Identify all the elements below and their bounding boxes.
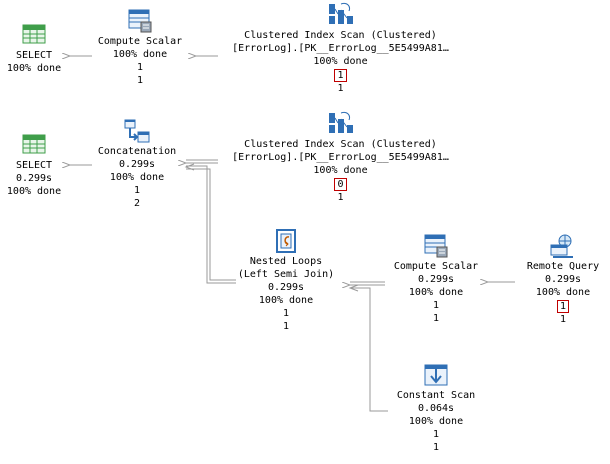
nested-loops-node[interactable]: Nested Loops (Left Semi Join) 0.299s 100… bbox=[232, 228, 340, 333]
node-title: Compute Scalar bbox=[97, 36, 183, 47]
node-title: SELECT bbox=[15, 50, 53, 61]
node-progress: 100% done bbox=[112, 49, 168, 60]
actual-rows-highlight: 1 bbox=[334, 69, 347, 82]
compute-scalar-node-2[interactable]: Compute Scalar 0.299s 100% done 1 1 bbox=[386, 233, 486, 325]
actual-rows: 1 bbox=[432, 300, 440, 311]
estimated-rows: 1 bbox=[559, 314, 567, 325]
node-progress: 100% done bbox=[6, 63, 62, 74]
actual-rows: 1 bbox=[432, 429, 440, 440]
actual-rows-highlight: 0 bbox=[334, 178, 347, 191]
select-icon bbox=[22, 24, 46, 44]
estimated-rows: 1 bbox=[432, 442, 440, 453]
actual-rows: 1 bbox=[136, 62, 144, 73]
node-time: 0.299s bbox=[118, 159, 156, 170]
node-object: [ErrorLog].[PK__ErrorLog__5E5499A81… bbox=[232, 152, 449, 163]
nested-loops-icon bbox=[276, 229, 296, 253]
node-progress: 100% done bbox=[408, 416, 464, 427]
node-title: Remote Query bbox=[526, 261, 600, 272]
arrow-loops-to-concat bbox=[186, 165, 236, 284]
node-progress: 100% done bbox=[109, 172, 165, 183]
node-subtitle: (Left Semi Join) bbox=[237, 269, 335, 280]
node-title: Constant Scan bbox=[396, 390, 476, 401]
estimated-rows: 1 bbox=[337, 192, 344, 203]
arrow-constant-to-loops-head bbox=[348, 284, 359, 292]
node-time: 0.064s bbox=[417, 403, 455, 414]
node-progress: 100% done bbox=[313, 165, 368, 176]
remote-query-icon bbox=[550, 234, 573, 258]
arrow-constant-to-loops bbox=[350, 287, 388, 412]
estimated-rows: 2 bbox=[133, 198, 141, 209]
concatenation-node[interactable]: Concatenation 0.299s 100% done 1 2 bbox=[92, 118, 182, 210]
node-progress: 100% done bbox=[535, 287, 591, 298]
estimated-rows: 1 bbox=[282, 321, 290, 332]
estimated-rows: 1 bbox=[136, 75, 144, 86]
actual-rows: 1 bbox=[282, 308, 290, 319]
node-time: 0.299s bbox=[15, 173, 53, 184]
arrow-scan-to-concat bbox=[186, 160, 218, 163]
node-title: Clustered Index Scan (Clustered) bbox=[244, 30, 437, 41]
compute-scalar-icon bbox=[128, 9, 152, 33]
compute-scalar-node-1[interactable]: Compute Scalar 100% done 1 1 bbox=[92, 8, 188, 87]
compute-scalar-icon bbox=[424, 234, 448, 258]
select-node-1[interactable]: SELECT 100% done bbox=[4, 22, 64, 75]
node-title: Clustered Index Scan (Clustered) bbox=[244, 139, 437, 150]
select-node-2[interactable]: SELECT 0.299s 100% done bbox=[4, 132, 64, 198]
concatenation-icon bbox=[124, 119, 150, 143]
node-time: 0.299s bbox=[417, 274, 455, 285]
arrow-compute-to-loops bbox=[350, 282, 385, 285]
estimated-rows: 1 bbox=[337, 83, 344, 94]
select-icon bbox=[22, 134, 46, 154]
arrow-loops-to-concat-head bbox=[184, 163, 195, 171]
node-progress: 100% done bbox=[408, 287, 464, 298]
node-time: 0.299s bbox=[544, 274, 582, 285]
node-progress: 100% done bbox=[258, 295, 314, 306]
node-title: Nested Loops bbox=[249, 256, 323, 267]
node-title: SELECT bbox=[15, 160, 53, 171]
clustered-index-scan-icon bbox=[328, 112, 353, 133]
node-title: Concatenation bbox=[97, 146, 177, 157]
node-title: Compute Scalar bbox=[393, 261, 479, 272]
node-progress: 100% done bbox=[6, 186, 62, 197]
remote-query-node[interactable]: Remote Query 0.299s 100% done 1 1 bbox=[517, 233, 609, 326]
constant-scan-node[interactable]: Constant Scan 0.064s 100% done 1 1 bbox=[388, 362, 484, 454]
clustered-index-scan-node-2[interactable]: Clustered Index Scan (Clustered) [ErrorL… bbox=[218, 111, 463, 204]
node-progress: 100% done bbox=[313, 56, 368, 67]
clustered-index-scan-node-1[interactable]: Clustered Index Scan (Clustered) [ErrorL… bbox=[218, 2, 463, 95]
actual-rows: 1 bbox=[133, 185, 141, 196]
estimated-rows: 1 bbox=[432, 313, 440, 324]
clustered-index-scan-icon bbox=[328, 3, 353, 24]
node-time: 0.299s bbox=[267, 282, 305, 293]
node-object: [ErrorLog].[PK__ErrorLog__5E5499A81… bbox=[232, 43, 449, 54]
actual-rows-highlight: 1 bbox=[556, 300, 570, 313]
constant-scan-icon bbox=[424, 364, 448, 386]
